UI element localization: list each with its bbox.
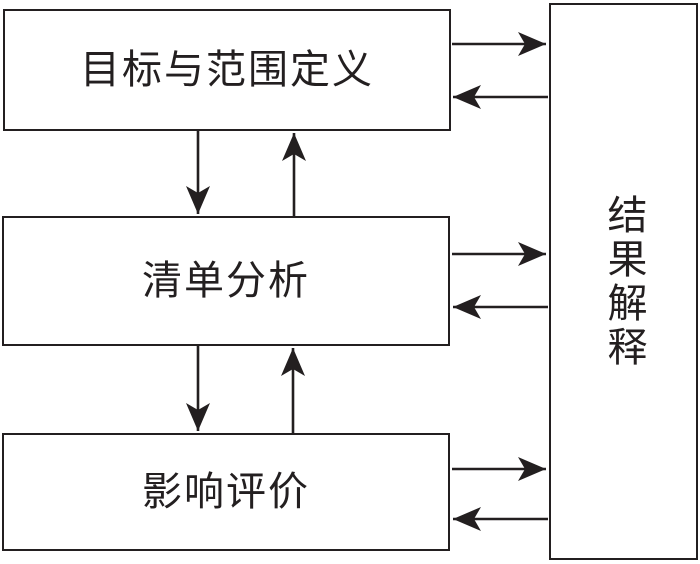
box-goal-scope-label: 目标与范围定义	[80, 47, 374, 92]
box-inventory-analysis-label: 清单分析	[142, 258, 310, 303]
box-interpretation-label: 结果解释	[601, 193, 647, 370]
box-interpretation: 结果解释	[549, 3, 698, 560]
box-impact-assessment-label: 影响评价	[142, 469, 310, 514]
box-goal-scope: 目标与范围定义	[3, 9, 451, 131]
box-impact-assessment: 影响评价	[2, 433, 450, 551]
box-inventory-analysis: 清单分析	[2, 216, 450, 346]
